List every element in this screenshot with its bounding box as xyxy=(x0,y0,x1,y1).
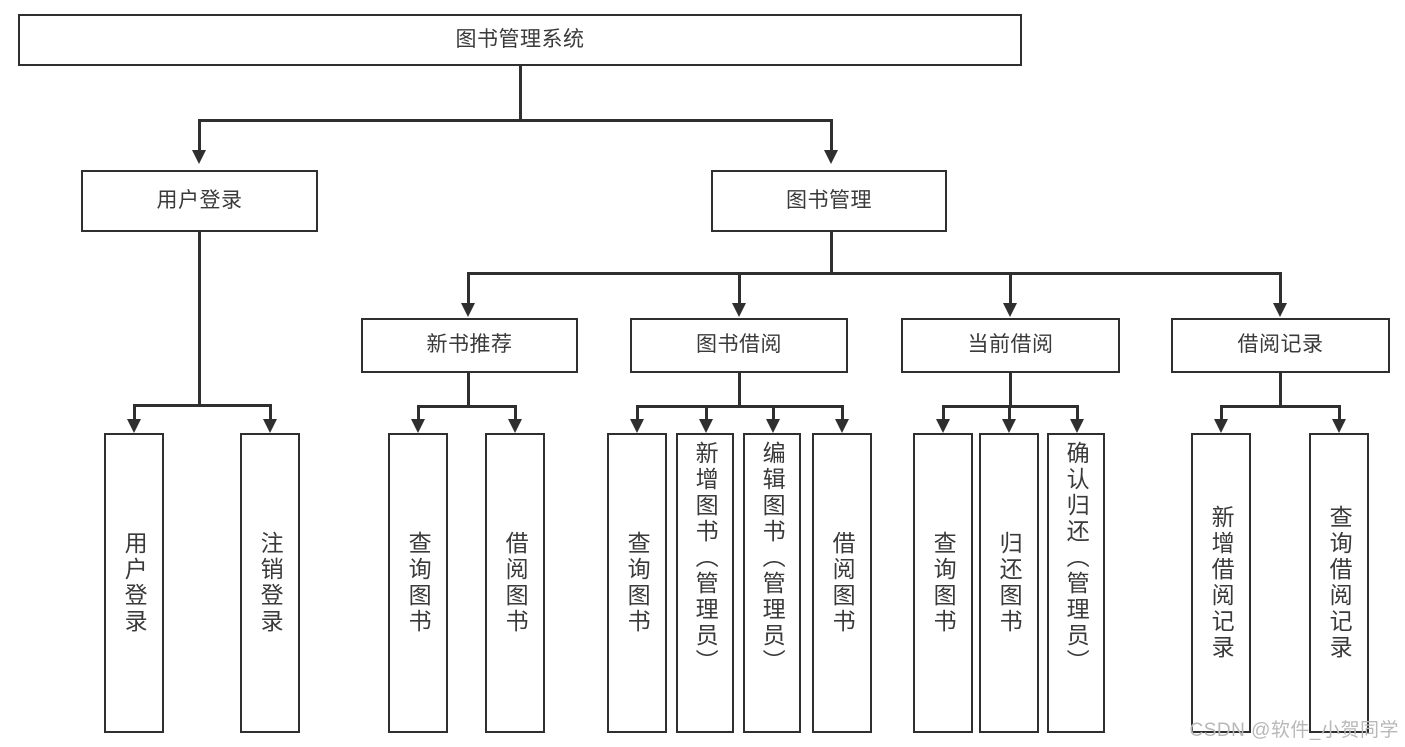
connector-br-to-leaf2 xyxy=(1338,405,1341,422)
leaf-nb-borrow-book-label: 借阅图书 xyxy=(502,531,529,635)
connector-root-stem xyxy=(519,66,522,120)
leaf-bb-edit-book[interactable]: 编辑图书（管理员） xyxy=(743,433,801,733)
arrow-cb-to-leaf3 xyxy=(1070,419,1084,433)
connector-book-borrow-stem xyxy=(738,373,741,407)
leaf-cb-confirm-return[interactable]: 确认归还（管理员） xyxy=(1047,433,1105,733)
arrow-user-login-to-leaf2 xyxy=(263,419,277,433)
leaf-bb-borrow-book[interactable]: 借阅图书 xyxy=(812,433,872,733)
node-user-login-label: 用户登录 xyxy=(156,188,243,212)
arrow-root-to-book-manage xyxy=(824,150,838,164)
leaf-user-login[interactable]: 用户登录 xyxy=(104,433,164,733)
connector-bm-to-new-book xyxy=(467,272,470,304)
arrow-cb-to-leaf1 xyxy=(936,419,950,433)
connector-user-login-bus xyxy=(133,404,270,407)
leaf-br-add-record-label: 新增借阅记录 xyxy=(1208,505,1235,661)
arrow-br-to-leaf2 xyxy=(1332,419,1346,433)
connector-bb-to-leaf2 xyxy=(705,405,708,422)
connector-book-borrow-bus xyxy=(636,405,843,408)
leaf-nb-borrow-book[interactable]: 借阅图书 xyxy=(485,433,545,733)
arrow-bb-to-leaf1 xyxy=(630,419,644,433)
leaf-bb-add-book-label: 新增图书（管理员） xyxy=(692,441,719,675)
leaf-bb-borrow-book-label: 借阅图书 xyxy=(829,531,856,635)
connector-br-to-leaf1 xyxy=(1220,405,1223,422)
connector-borrow-record-bus xyxy=(1220,405,1340,408)
node-user-login[interactable]: 用户登录 xyxy=(81,170,318,232)
leaf-bb-edit-book-label: 编辑图书（管理员） xyxy=(759,441,786,675)
node-book-borrow[interactable]: 图书借阅 xyxy=(630,318,848,373)
leaf-cb-query-book-label: 查询图书 xyxy=(930,531,957,635)
connector-bb-to-leaf4 xyxy=(841,405,844,422)
arrow-nb-to-leaf1 xyxy=(411,419,425,433)
arrow-nb-to-leaf2 xyxy=(508,419,522,433)
node-root-label: 图书管理系统 xyxy=(455,27,585,51)
leaf-cb-query-book[interactable]: 查询图书 xyxy=(913,433,973,733)
arrow-bb-to-leaf2 xyxy=(699,419,713,433)
connector-bm-to-book-borrow xyxy=(738,272,741,304)
leaf-bb-add-book[interactable]: 新增图书（管理员） xyxy=(676,433,734,733)
arrow-bm-to-borrow-record xyxy=(1273,303,1287,317)
arrow-bm-to-new-book xyxy=(461,303,475,317)
leaf-logout[interactable]: 注销登录 xyxy=(240,433,300,733)
connector-root-to-user-login xyxy=(198,119,201,151)
arrow-br-to-leaf1 xyxy=(1214,419,1228,433)
connector-new-book-bus xyxy=(417,405,517,408)
connector-borrow-record-stem xyxy=(1279,373,1282,407)
connector-bm-to-borrow-record xyxy=(1279,272,1282,304)
connector-user-login-to-leaf1 xyxy=(133,404,136,422)
leaf-br-query-record-label: 查询借阅记录 xyxy=(1326,505,1353,661)
arrow-root-to-user-login xyxy=(192,150,206,164)
leaf-cb-return-book-label: 归还图书 xyxy=(996,531,1023,635)
leaf-user-login-label: 用户登录 xyxy=(121,531,148,635)
connector-cb-to-leaf3 xyxy=(1076,405,1079,422)
arrow-bm-to-current-borrow xyxy=(1003,303,1017,317)
connector-book-manage-bus xyxy=(467,272,1281,275)
node-new-book-recommend[interactable]: 新书推荐 xyxy=(361,318,578,373)
node-book-manage-label: 图书管理 xyxy=(786,188,872,212)
leaf-cb-confirm-return-label: 确认归还（管理员） xyxy=(1063,441,1090,675)
connector-user-login-stem xyxy=(198,232,201,406)
node-root[interactable]: 图书管理系统 xyxy=(18,14,1022,66)
arrow-bb-to-leaf4 xyxy=(835,419,849,433)
connector-nb-to-leaf2 xyxy=(514,405,517,422)
leaf-nb-query-book-label: 查询图书 xyxy=(405,531,432,635)
arrow-cb-to-leaf2 xyxy=(1002,419,1016,433)
connector-book-manage-stem xyxy=(830,232,833,274)
connector-root-to-book-manage xyxy=(830,119,833,151)
connector-root-bus xyxy=(198,119,832,122)
node-current-borrow[interactable]: 当前借阅 xyxy=(901,318,1120,373)
leaf-bb-query-book-label: 查询图书 xyxy=(624,531,651,635)
node-borrow-record[interactable]: 借阅记录 xyxy=(1171,318,1390,373)
connector-current-borrow-stem xyxy=(1009,373,1012,407)
connector-cb-to-leaf2 xyxy=(1008,405,1011,422)
leaf-logout-label: 注销登录 xyxy=(257,531,284,635)
connector-user-login-to-leaf2 xyxy=(269,404,272,422)
node-book-manage[interactable]: 图书管理 xyxy=(711,170,947,232)
node-current-borrow-label: 当前借阅 xyxy=(967,333,1054,357)
leaf-cb-return-book[interactable]: 归还图书 xyxy=(979,433,1039,733)
leaf-bb-query-book[interactable]: 查询图书 xyxy=(607,433,667,733)
connector-bm-to-current-borrow xyxy=(1009,272,1012,304)
node-borrow-record-label: 借阅记录 xyxy=(1237,333,1324,357)
arrow-bm-to-book-borrow xyxy=(732,303,746,317)
connector-new-book-stem xyxy=(467,373,470,407)
connector-cb-to-leaf1 xyxy=(942,405,945,422)
arrow-user-login-to-leaf1 xyxy=(127,419,141,433)
connector-bb-to-leaf1 xyxy=(636,405,639,422)
leaf-nb-query-book[interactable]: 查询图书 xyxy=(388,433,448,733)
arrow-bb-to-leaf3 xyxy=(766,419,780,433)
node-book-borrow-label: 图书借阅 xyxy=(696,333,782,357)
leaf-br-add-record[interactable]: 新增借阅记录 xyxy=(1191,433,1251,733)
watermark: CSDN @软件_小贺同学 xyxy=(1189,720,1399,741)
node-new-book-recommend-label: 新书推荐 xyxy=(426,333,513,357)
leaf-br-query-record[interactable]: 查询借阅记录 xyxy=(1309,433,1369,733)
connector-bb-to-leaf3 xyxy=(772,405,775,422)
connector-nb-to-leaf1 xyxy=(417,405,420,422)
